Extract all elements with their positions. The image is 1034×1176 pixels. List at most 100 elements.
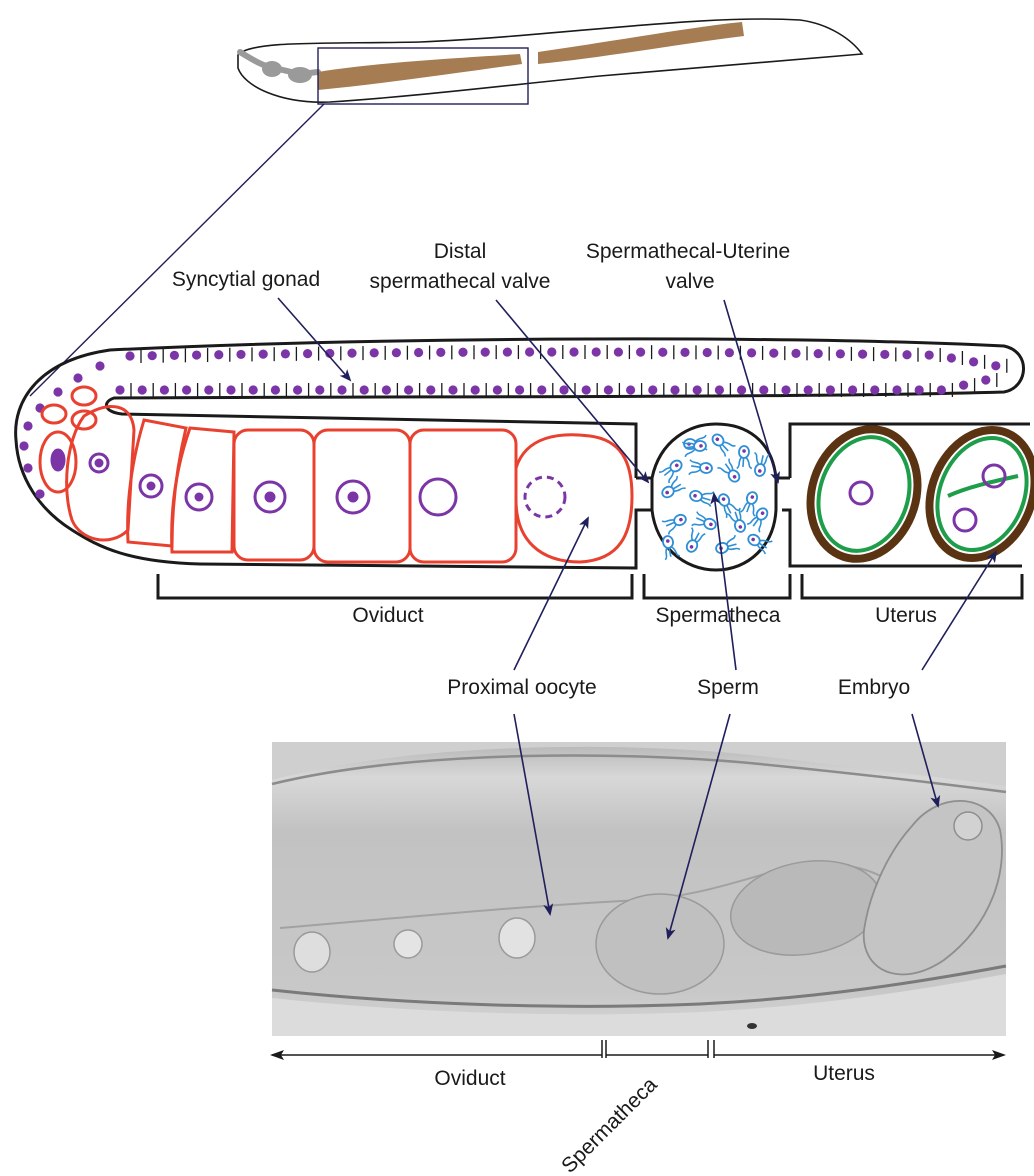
oocyte (410, 430, 516, 562)
label-sperm: Sperm (697, 676, 759, 699)
rachis-nucleus (937, 385, 946, 394)
nucleus (52, 450, 64, 470)
rachis-nucleus (182, 385, 191, 394)
proximal-oocyte (516, 435, 632, 562)
arrow-proximal-oocyte (514, 518, 588, 670)
rachis-nucleus (448, 385, 457, 394)
micrograph-oocyte-nucleus (294, 932, 330, 972)
rachis-nucleus (804, 385, 813, 394)
rachis-nucleus (226, 385, 235, 394)
rachis-nucleus (648, 385, 657, 394)
arrow-syncytial-gonad (278, 298, 350, 380)
worm-pharynx-bulb (262, 61, 282, 77)
rachis-nucleus (947, 353, 956, 362)
rachis-nucleus (170, 351, 179, 360)
rachis-nucleus (959, 381, 968, 390)
rachis-nucleus (693, 385, 702, 394)
nucleolus (349, 493, 357, 501)
label-uterus: Uterus (875, 604, 937, 627)
rachis-nucleus (493, 385, 502, 394)
nucleolus (266, 493, 274, 501)
label-proximal-oocyte: Proximal oocyte (447, 676, 596, 699)
label-spermatheca: Spermatheca (656, 604, 781, 627)
spermatheca-bracket (644, 574, 790, 598)
rachis-nucleus (404, 385, 413, 394)
rachis-nucleus (73, 373, 82, 382)
photo-region-scale (272, 1040, 1004, 1058)
rachis-nucleus (382, 385, 391, 394)
dic-micrograph (272, 742, 1006, 1036)
rachis-nucleus (53, 387, 62, 396)
nucleolus (196, 494, 202, 500)
small-germ-cell (42, 405, 66, 423)
rachis-nucleus (981, 375, 990, 384)
rachis-nucleus (569, 347, 578, 356)
nucleus (420, 479, 456, 515)
rachis-nucleus (991, 361, 1000, 370)
rachis-nucleus (658, 348, 667, 357)
rachis-nucleus (826, 385, 835, 394)
rachis-nucleus (614, 347, 623, 356)
rachis-nucleus (559, 385, 568, 394)
rachis-nucleus (414, 348, 423, 357)
micrograph-embryo-nucleus (954, 812, 982, 840)
micrograph-oocyte-nucleus (499, 918, 535, 958)
rachis-nucleus (95, 361, 104, 370)
rachis-nucleus (35, 489, 44, 498)
rachis-nucleus (337, 385, 346, 394)
rachis-nucleus (525, 347, 534, 356)
rachis-nucleus (725, 348, 734, 357)
nucleolus (148, 483, 154, 489)
label-oviduct: Oviduct (352, 604, 423, 627)
rachis-nucleus (204, 385, 213, 394)
uterus-bracket (802, 574, 1022, 598)
rachis-nucleus (115, 385, 124, 394)
rachis-nucleus (626, 385, 635, 394)
label-distal-valve-1: Distal (434, 240, 487, 263)
label-syncytial-gonad: Syncytial gonad (172, 268, 320, 291)
rachis-nucleus (670, 385, 679, 394)
rachis-nucleus (737, 385, 746, 394)
rachis-nucleus (715, 385, 724, 394)
label-embryo: Embryo (838, 676, 910, 699)
rachis-nucleus (436, 348, 445, 357)
rachis-nucleus (19, 441, 28, 450)
rachis-nucleus (148, 351, 157, 360)
rachis-nucleus (360, 385, 369, 394)
rachis-nucleus (892, 385, 901, 394)
rachis-nucleus (458, 348, 467, 357)
rachis-nucleus (392, 348, 401, 357)
rachis-nucleus (281, 349, 290, 358)
rachis-nucleus (370, 348, 379, 357)
rachis-nucleus (902, 350, 911, 359)
rachis-nucleus (293, 385, 302, 394)
label-distal-valve-2: spermathecal valve (370, 270, 551, 293)
label-su-valve-1: Spermathecal-Uterine (586, 240, 790, 263)
rachis-nucleus (471, 385, 480, 394)
rachis-nucleus (915, 385, 924, 394)
rachis-nucleus (858, 350, 867, 359)
rachis-nucleus (214, 350, 223, 359)
small-germ-cell (72, 387, 96, 405)
rachis-nucleus (781, 385, 790, 394)
micrograph-debris (747, 1023, 757, 1029)
rachis-nucleus (636, 348, 645, 357)
uterus-embryos (794, 414, 1034, 574)
rachis-nucleus (515, 385, 524, 394)
photo-label-oviduct: Oviduct (434, 1067, 505, 1090)
nucleolus (96, 460, 102, 466)
oocyte-row (40, 387, 632, 562)
rachis-nucleus (303, 349, 312, 358)
micrograph-spermatheca (596, 894, 724, 994)
label-su-valve-2: valve (665, 270, 714, 293)
rachis-nucleus (791, 349, 800, 358)
rachis-nucleus (236, 350, 245, 359)
photo-label-uterus: Uterus (813, 1062, 875, 1085)
rachis-nucleus (814, 349, 823, 358)
rachis-nucleus (582, 385, 591, 394)
small-germ-cell (72, 411, 96, 429)
rachis-nucleus (138, 385, 147, 394)
micrograph-oocyte-nucleus (394, 930, 422, 958)
rachis-nucleus (249, 385, 258, 394)
